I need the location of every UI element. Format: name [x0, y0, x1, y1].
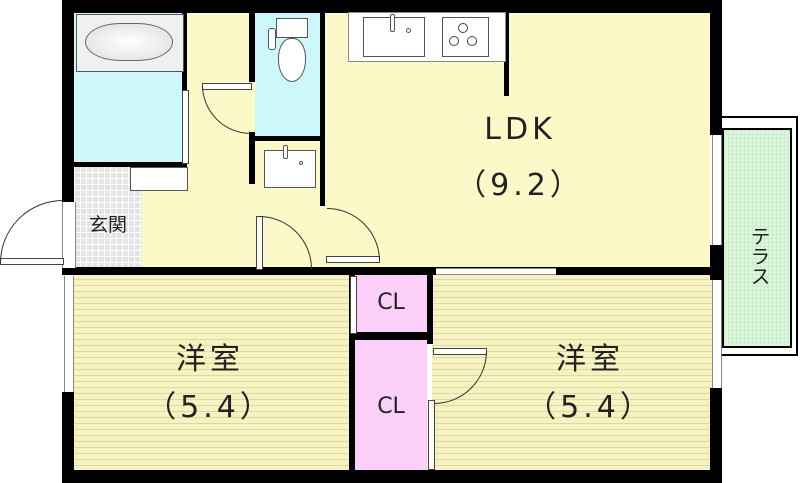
wall-closet-right — [427, 272, 433, 344]
shoe-cabinet — [130, 167, 188, 191]
wall-bottom — [62, 470, 720, 483]
wall-left-upper — [62, 0, 74, 202]
closet-top-floor — [355, 274, 427, 332]
ldk-label: LDK — [484, 112, 556, 147]
western-room-left-size: （5.4） — [146, 390, 274, 425]
window-entrance-left — [62, 202, 76, 268]
closet-top-door[interactable] — [350, 276, 357, 334]
western-room-left-label: 洋室 — [176, 342, 244, 377]
bathtub-icon — [76, 14, 184, 72]
window-ldk-terrace — [712, 135, 722, 245]
terrace-label: テラス — [747, 226, 771, 286]
entrance-label: 玄関 — [88, 214, 127, 236]
gas-stove-icon — [442, 17, 489, 57]
sliding-door-ldk-west-room — [436, 268, 556, 275]
ldk-size: （9.2） — [456, 168, 584, 203]
wall-right-top — [710, 0, 722, 135]
closet-top-label: CL — [377, 290, 405, 315]
wall-left-lower — [62, 392, 74, 483]
window-west-room-left — [64, 276, 74, 392]
terrace-floor — [722, 128, 792, 348]
wall-kitchen-divider — [504, 12, 509, 96]
western-room-left-floor — [74, 274, 350, 470]
closet-bottom-label: CL — [377, 394, 405, 419]
western-room-right-label: 洋室 — [556, 342, 624, 377]
window-west-room-right-terrace — [712, 280, 722, 388]
closet-bottom-floor — [355, 340, 427, 470]
kitchen-sink-icon — [363, 14, 425, 57]
washbasin-icon — [264, 145, 316, 188]
toilet-icon — [268, 18, 312, 84]
wall-toilet-left-lower — [249, 132, 255, 184]
wall-bath-right — [182, 12, 187, 164]
bathroom-door[interactable] — [182, 90, 189, 164]
western-room-right-size: （5.4） — [526, 390, 654, 425]
wall-closet-left — [349, 272, 355, 472]
wall-ldk-left — [320, 12, 325, 206]
wall-closet-divider — [349, 332, 433, 340]
wall-middle-horizontal — [62, 267, 720, 275]
wall-bath-bottom — [74, 162, 187, 167]
closet-bottom-door[interactable] — [428, 400, 435, 470]
wall-top — [62, 0, 720, 13]
wall-toilet-left — [249, 12, 255, 82]
wall-right-bottom — [710, 388, 722, 483]
wall-toilet-bottom — [249, 136, 321, 141]
